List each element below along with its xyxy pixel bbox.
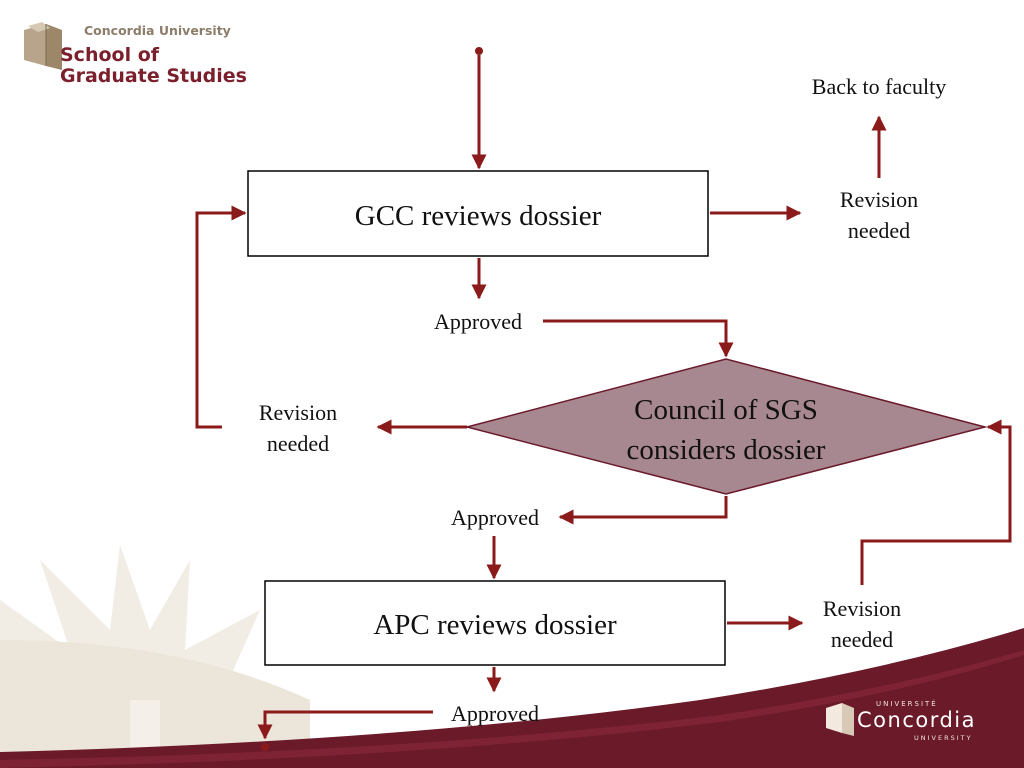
footer-logo-bottom: UNIVERSITY bbox=[914, 734, 973, 742]
sgs-logo: Concordia University School of Graduate … bbox=[24, 22, 247, 87]
start-dot bbox=[475, 47, 483, 55]
approved-apc-label: Approved bbox=[451, 701, 539, 726]
logo-school-line1: School of bbox=[60, 44, 160, 66]
revision-council-line1: Revision bbox=[259, 400, 337, 425]
arrow-revision-loop-to-gcc bbox=[195, 205, 247, 429]
footer-logo-name: Concordia bbox=[857, 708, 976, 732]
connectors bbox=[195, 47, 1012, 751]
revision-council-line2: needed bbox=[267, 431, 329, 456]
revision-gcc-line2: needed bbox=[848, 218, 910, 243]
concordia-footer-logo: UNIVERSITÉ Concordia UNIVERSITY bbox=[826, 699, 976, 742]
approved-gcc-label: Approved bbox=[434, 309, 522, 334]
gcc-review-box: GCC reviews dossier bbox=[247, 170, 709, 257]
arrow-approved-to-council bbox=[543, 319, 734, 358]
arrow-revision-loop-to-council bbox=[860, 419, 1012, 585]
back-to-faculty-label: Back to faculty bbox=[812, 74, 946, 99]
revision-apc-line1: Revision bbox=[823, 596, 901, 621]
revision-apc-line2: needed bbox=[831, 627, 893, 652]
revision-gcc-line1: Revision bbox=[840, 187, 918, 212]
end-dot bbox=[261, 743, 269, 751]
background-decoration bbox=[0, 545, 1024, 768]
logo-school-line2: Graduate Studies bbox=[60, 65, 247, 87]
footer-logo-top: UNIVERSITÉ bbox=[876, 699, 938, 708]
logo-university: Concordia University bbox=[84, 23, 231, 38]
arrow-approved-to-end bbox=[257, 710, 433, 740]
council-label-line1: Council of SGS bbox=[634, 394, 818, 426]
book-emblem-icon bbox=[24, 22, 62, 70]
apc-review-box: APC reviews dossier bbox=[264, 580, 726, 666]
approved-council-label: Approved bbox=[451, 505, 539, 530]
gcc-box-label: GCC reviews dossier bbox=[355, 200, 602, 232]
concordia-emblem-icon bbox=[826, 703, 854, 736]
council-label-line2: considers dossier bbox=[627, 434, 826, 466]
apc-box-label: APC reviews dossier bbox=[373, 609, 617, 641]
council-decision-diamond: Council of SGS considers dossier bbox=[464, 358, 988, 495]
arrow-council-to-approved bbox=[558, 496, 728, 525]
